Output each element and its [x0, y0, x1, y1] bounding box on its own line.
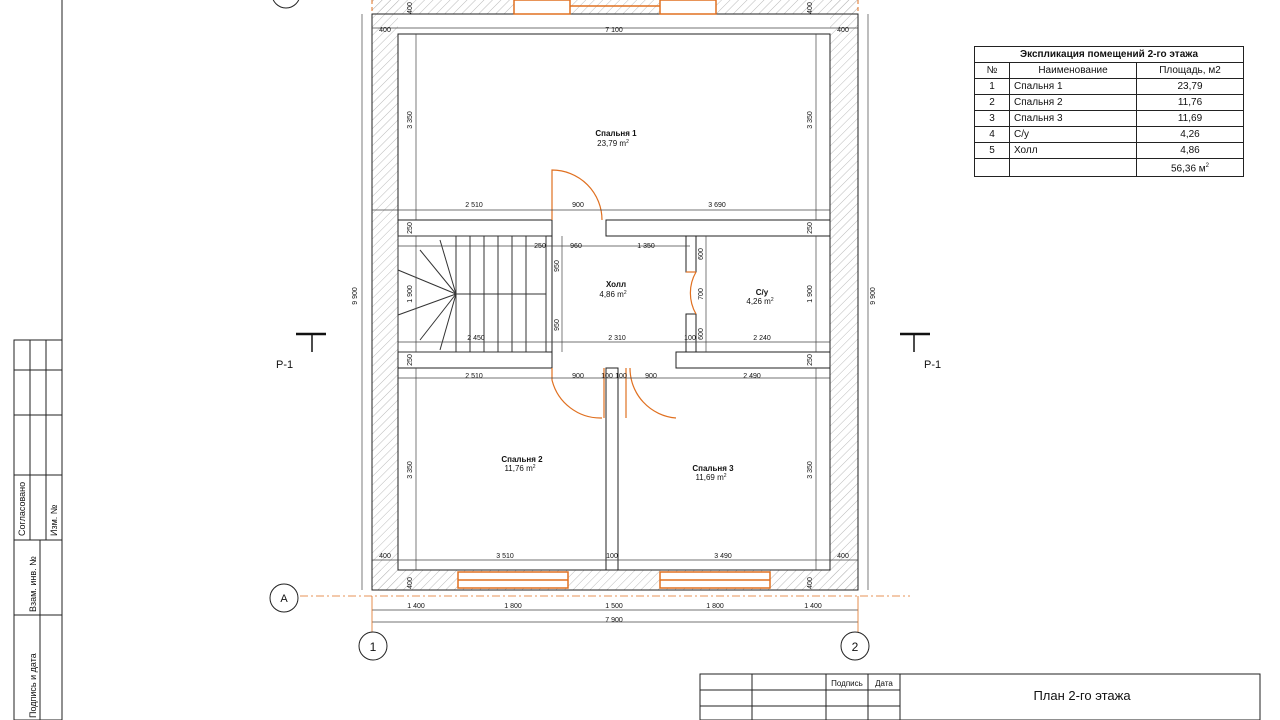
stamp-date-label: Дата — [875, 679, 893, 688]
svg-text:3 510: 3 510 — [496, 553, 514, 560]
section-left-label: Р-1 — [276, 359, 293, 371]
svg-text:400: 400 — [807, 577, 814, 589]
section-markers — [296, 332, 930, 352]
room-bedroom1-area: 23,79 m2 — [597, 139, 629, 148]
sidebar-changes: Изм. № — [49, 504, 59, 536]
svg-text:900: 900 — [645, 373, 657, 380]
side-stamp — [13, 339, 63, 720]
stamp-sign-label: Подпись — [831, 679, 863, 688]
svg-text:400: 400 — [837, 553, 849, 560]
axis-2-label: 2 — [852, 640, 859, 654]
svg-text:250: 250 — [807, 222, 814, 234]
svg-text:1 800: 1 800 — [706, 603, 724, 610]
room-bedroom2-name: Спальня 2 — [501, 455, 543, 464]
axis-a-label: A — [280, 593, 288, 605]
room-wc-name: С/у — [756, 288, 769, 297]
svg-text:100: 100 — [606, 553, 618, 560]
axis-2-circle — [840, 631, 870, 661]
svg-text:960: 960 — [570, 243, 582, 250]
svg-text:2 490: 2 490 — [743, 373, 761, 380]
svg-text:3 690: 3 690 — [708, 202, 726, 209]
svg-text:100: 100 — [601, 373, 613, 380]
room-bedroom1-name: Спальня 1 — [595, 129, 637, 138]
svg-text:1 800: 1 800 — [504, 603, 522, 610]
svg-text:700: 700 — [698, 288, 705, 300]
explication-title: Экспликация помещений 2-го этажа — [974, 46, 1244, 63]
svg-text:3 350: 3 350 — [807, 111, 814, 129]
windows-top — [513, 0, 717, 15]
svg-text:1 350: 1 350 — [637, 243, 655, 250]
svg-text:1 400: 1 400 — [804, 603, 822, 610]
section-right-label: Р-1 — [924, 359, 941, 371]
svg-text:2 240: 2 240 — [753, 335, 771, 342]
svg-text:1 900: 1 900 — [407, 285, 414, 303]
svg-text:900: 900 — [572, 373, 584, 380]
svg-text:2 310: 2 310 — [608, 335, 626, 342]
svg-text:9 900: 9 900 — [870, 287, 877, 305]
sheet-title: План 2-го этажа — [1033, 688, 1131, 703]
svg-text:400: 400 — [407, 2, 414, 14]
svg-text:1 400: 1 400 — [407, 603, 425, 610]
svg-text:600: 600 — [698, 328, 705, 340]
svg-text:400: 400 — [379, 27, 391, 34]
room-bedroom3-name: Спальня 3 — [692, 464, 734, 473]
svg-text:950: 950 — [554, 319, 561, 331]
svg-text:400: 400 — [379, 553, 391, 560]
svg-text:400: 400 — [807, 2, 814, 14]
svg-text:7 900: 7 900 — [605, 617, 623, 624]
title-block — [699, 673, 1261, 720]
explication-col-name: Наименование — [1009, 62, 1137, 79]
windows-bottom — [457, 571, 771, 589]
svg-text:400: 400 — [837, 27, 849, 34]
svg-text:100: 100 — [684, 335, 696, 342]
axis-1-label: 1 — [370, 640, 377, 654]
svg-text:900: 900 — [572, 202, 584, 209]
svg-text:950: 950 — [554, 260, 561, 272]
explication-table: Экспликация помещений 2-го этажа № Наиме… — [974, 46, 1244, 178]
axis-a-circle — [269, 583, 299, 613]
svg-text:3 350: 3 350 — [407, 461, 414, 479]
svg-text:100: 100 — [615, 373, 627, 380]
svg-text:400: 400 — [407, 577, 414, 589]
svg-text:250: 250 — [807, 354, 814, 366]
svg-text:3 490: 3 490 — [714, 553, 732, 560]
svg-text:600: 600 — [698, 248, 705, 260]
svg-text:250: 250 — [407, 354, 414, 366]
room-bedroom2-area: 11,76 m2 — [504, 464, 535, 473]
svg-text:9 900: 9 900 — [352, 287, 359, 305]
svg-text:2 450: 2 450 — [467, 335, 485, 342]
svg-text:250: 250 — [407, 222, 414, 234]
sidebar-inv: Взам. инв. № — [28, 556, 38, 612]
dimension-lines — [361, 14, 869, 623]
svg-text:1 900: 1 900 — [807, 285, 814, 303]
axis-1-circle — [358, 631, 388, 661]
svg-text:7 100: 7 100 — [605, 27, 623, 34]
table-total-row: 56,36 м2 — [974, 157, 1244, 178]
interior-walls — [397, 219, 831, 571]
doors — [551, 169, 697, 419]
outer-walls — [371, 0, 859, 591]
dimension-texts: 400 7 100 400 2 510 900 3 690 250 960 1 … — [379, 27, 849, 624]
svg-text:3 350: 3 350 — [807, 461, 814, 479]
svg-text:2 510: 2 510 — [465, 202, 483, 209]
room-hall-area: 4,86 m2 — [599, 290, 626, 299]
sidebar-signdate: Подпись и дата — [28, 653, 38, 718]
svg-text:1 500: 1 500 — [605, 603, 623, 610]
svg-text:3 350: 3 350 — [407, 111, 414, 129]
svg-text:250: 250 — [534, 243, 546, 250]
explication-total: 56,36 м — [1170, 163, 1206, 175]
explication-col-area: Площадь, м2 — [1136, 62, 1244, 79]
room-hall-name: Холл — [606, 280, 626, 289]
explication-col-num: № — [974, 62, 1010, 79]
room-wc-area: 4,26 m2 — [746, 297, 773, 306]
sidebar-agreed: Согласовано — [17, 482, 27, 536]
room-bedroom3-area: 11,69 m2 — [695, 473, 726, 482]
svg-text:2 510: 2 510 — [465, 373, 483, 380]
